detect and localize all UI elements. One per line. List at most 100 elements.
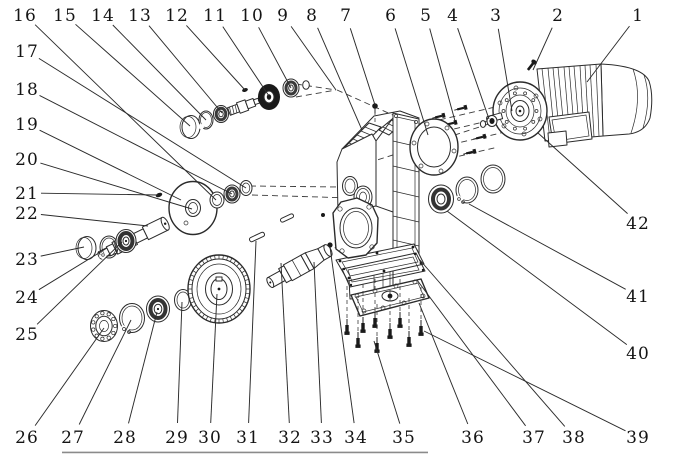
vent-plug [372,103,378,109]
motor-pinion [479,115,498,128]
leader-line-30 [210,293,218,424]
leader-line-5 [429,28,456,122]
leader-line-35 [373,340,401,424]
leader-line-2 [532,27,553,71]
leader-line-33 [313,261,322,424]
output-gear [187,254,251,324]
gear-housing [321,103,425,300]
leader-line-31 [248,240,257,424]
leader-line-7 [349,28,376,106]
construction-lines [249,83,509,260]
leader-line-24 [38,247,108,291]
output-bore [339,207,373,249]
part-number-label-9: 9 [277,6,289,26]
part-number-label-12: 12 [165,6,189,26]
part-number-label-8: 8 [306,6,318,26]
part-number-label-26: 26 [15,428,39,448]
cover-bolt [354,331,362,349]
part-number-label-35: 35 [392,428,416,448]
part-number-label-14: 14 [91,6,115,26]
leader-line-32 [280,262,290,424]
spacer [174,289,192,311]
leader-line-42 [537,132,628,214]
leader-line-38 [418,258,566,427]
leader-line-37 [416,279,526,427]
leader-line-10 [258,27,292,89]
leader-line-8 [317,27,363,131]
output-shaft [266,244,333,288]
part-number-label-33: 33 [310,428,334,448]
cover-bolt [386,322,394,340]
leader-line-12 [186,25,246,91]
circlip [118,303,145,336]
cover-bolt [343,318,351,336]
part-number-label-29: 29 [165,428,189,448]
part-number-label-38: 38 [562,428,586,448]
part-number-label-4: 4 [447,6,459,26]
cover-bolts [343,279,425,354]
part-number-label-27: 27 [61,428,85,448]
leader-line-22 [40,214,149,227]
cover-bolt [359,316,367,334]
leader-line-11 [222,26,270,97]
leader-line-1 [586,25,630,83]
gasket [341,252,426,288]
leader-line-40 [446,210,628,345]
part-number-label-10: 10 [240,6,264,26]
part-number-label-1: 1 [632,6,644,26]
part-number-label-41: 41 [626,287,650,307]
pin [155,192,163,198]
leader-line-23 [40,246,85,257]
leader-line-14 [112,24,207,121]
part-number-label-42: 42 [626,214,650,234]
part-number-label-2: 2 [552,6,564,26]
part-number-label-36: 36 [461,428,485,448]
part-number-label-31: 31 [236,428,260,448]
leader-line-13 [148,25,223,114]
leader-line-25 [36,241,123,325]
spacer-ring [302,80,310,90]
leader-line-36 [418,302,469,425]
motor-rear-bell [600,63,653,137]
part-number-label-30: 30 [198,428,222,448]
part-number-label-25: 25 [15,325,39,345]
seal-ring [480,164,506,194]
part-number-label-23: 23 [15,250,39,270]
leader-line-15 [75,23,191,127]
cover-bolt [417,319,425,337]
leader-line-21 [40,192,159,196]
leader-line-18 [39,94,233,195]
part-number-label-17: 17 [15,42,39,62]
leader-line-4 [457,28,490,120]
leader-line-29 [177,301,183,424]
leader-line-9 [290,26,337,91]
keyway [215,276,223,282]
motor [486,63,653,148]
part-number-label-11: 11 [203,6,227,26]
part-number-label-37: 37 [522,428,546,448]
part-number-label-40: 40 [626,344,650,364]
bearing [115,229,137,253]
adapter-flange-ring [409,118,459,176]
input-pinion-shaft [227,97,263,116]
bearing [146,295,170,323]
part-number-label-39: 39 [626,428,650,448]
key [279,213,295,223]
bearing [213,105,229,123]
bottom-cover-assembly [341,252,430,354]
leader-line-19 [39,129,182,201]
end-cap [179,115,201,139]
input-shaft-assembly [179,78,310,139]
part-number-label-22: 22 [15,204,39,224]
part-number-label-28: 28 [113,428,137,448]
circlip [197,110,214,130]
flat-gear [168,180,218,236]
part-number-label-13: 13 [128,6,152,26]
part-number-label-19: 19 [15,115,39,135]
key [248,231,266,243]
part-number-label-16: 16 [13,6,37,26]
end-cap [75,236,97,260]
leader-line-6 [394,28,429,136]
